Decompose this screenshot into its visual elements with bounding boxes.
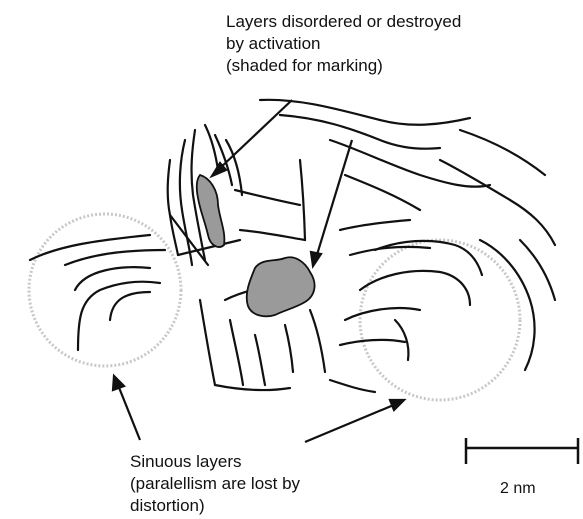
shaded-region-center	[247, 257, 315, 316]
right-highlight-circle	[360, 240, 520, 400]
annotation-line: (shaded for marking)	[226, 55, 461, 77]
annotation-line: (paralellism are lost by	[130, 473, 300, 495]
annotation-line: distortion)	[130, 495, 300, 517]
bottom-label-arrows	[113, 376, 404, 442]
left-highlight-circle	[29, 214, 181, 366]
annotation-line: Sinuous layers	[130, 451, 300, 473]
annotation-line: Layers disordered or destroyed	[226, 11, 461, 33]
scale-bar-label: 2 nm	[500, 478, 536, 500]
annotation-sinuous-layers: Sinuous layers (paralellism are lost by …	[130, 451, 300, 517]
layer-fringe-lines	[30, 100, 555, 392]
annotation-disordered-layers: Layers disordered or destroyed by activa…	[226, 11, 461, 77]
annotation-line: by activation	[226, 33, 461, 55]
scale-bar	[466, 438, 578, 464]
